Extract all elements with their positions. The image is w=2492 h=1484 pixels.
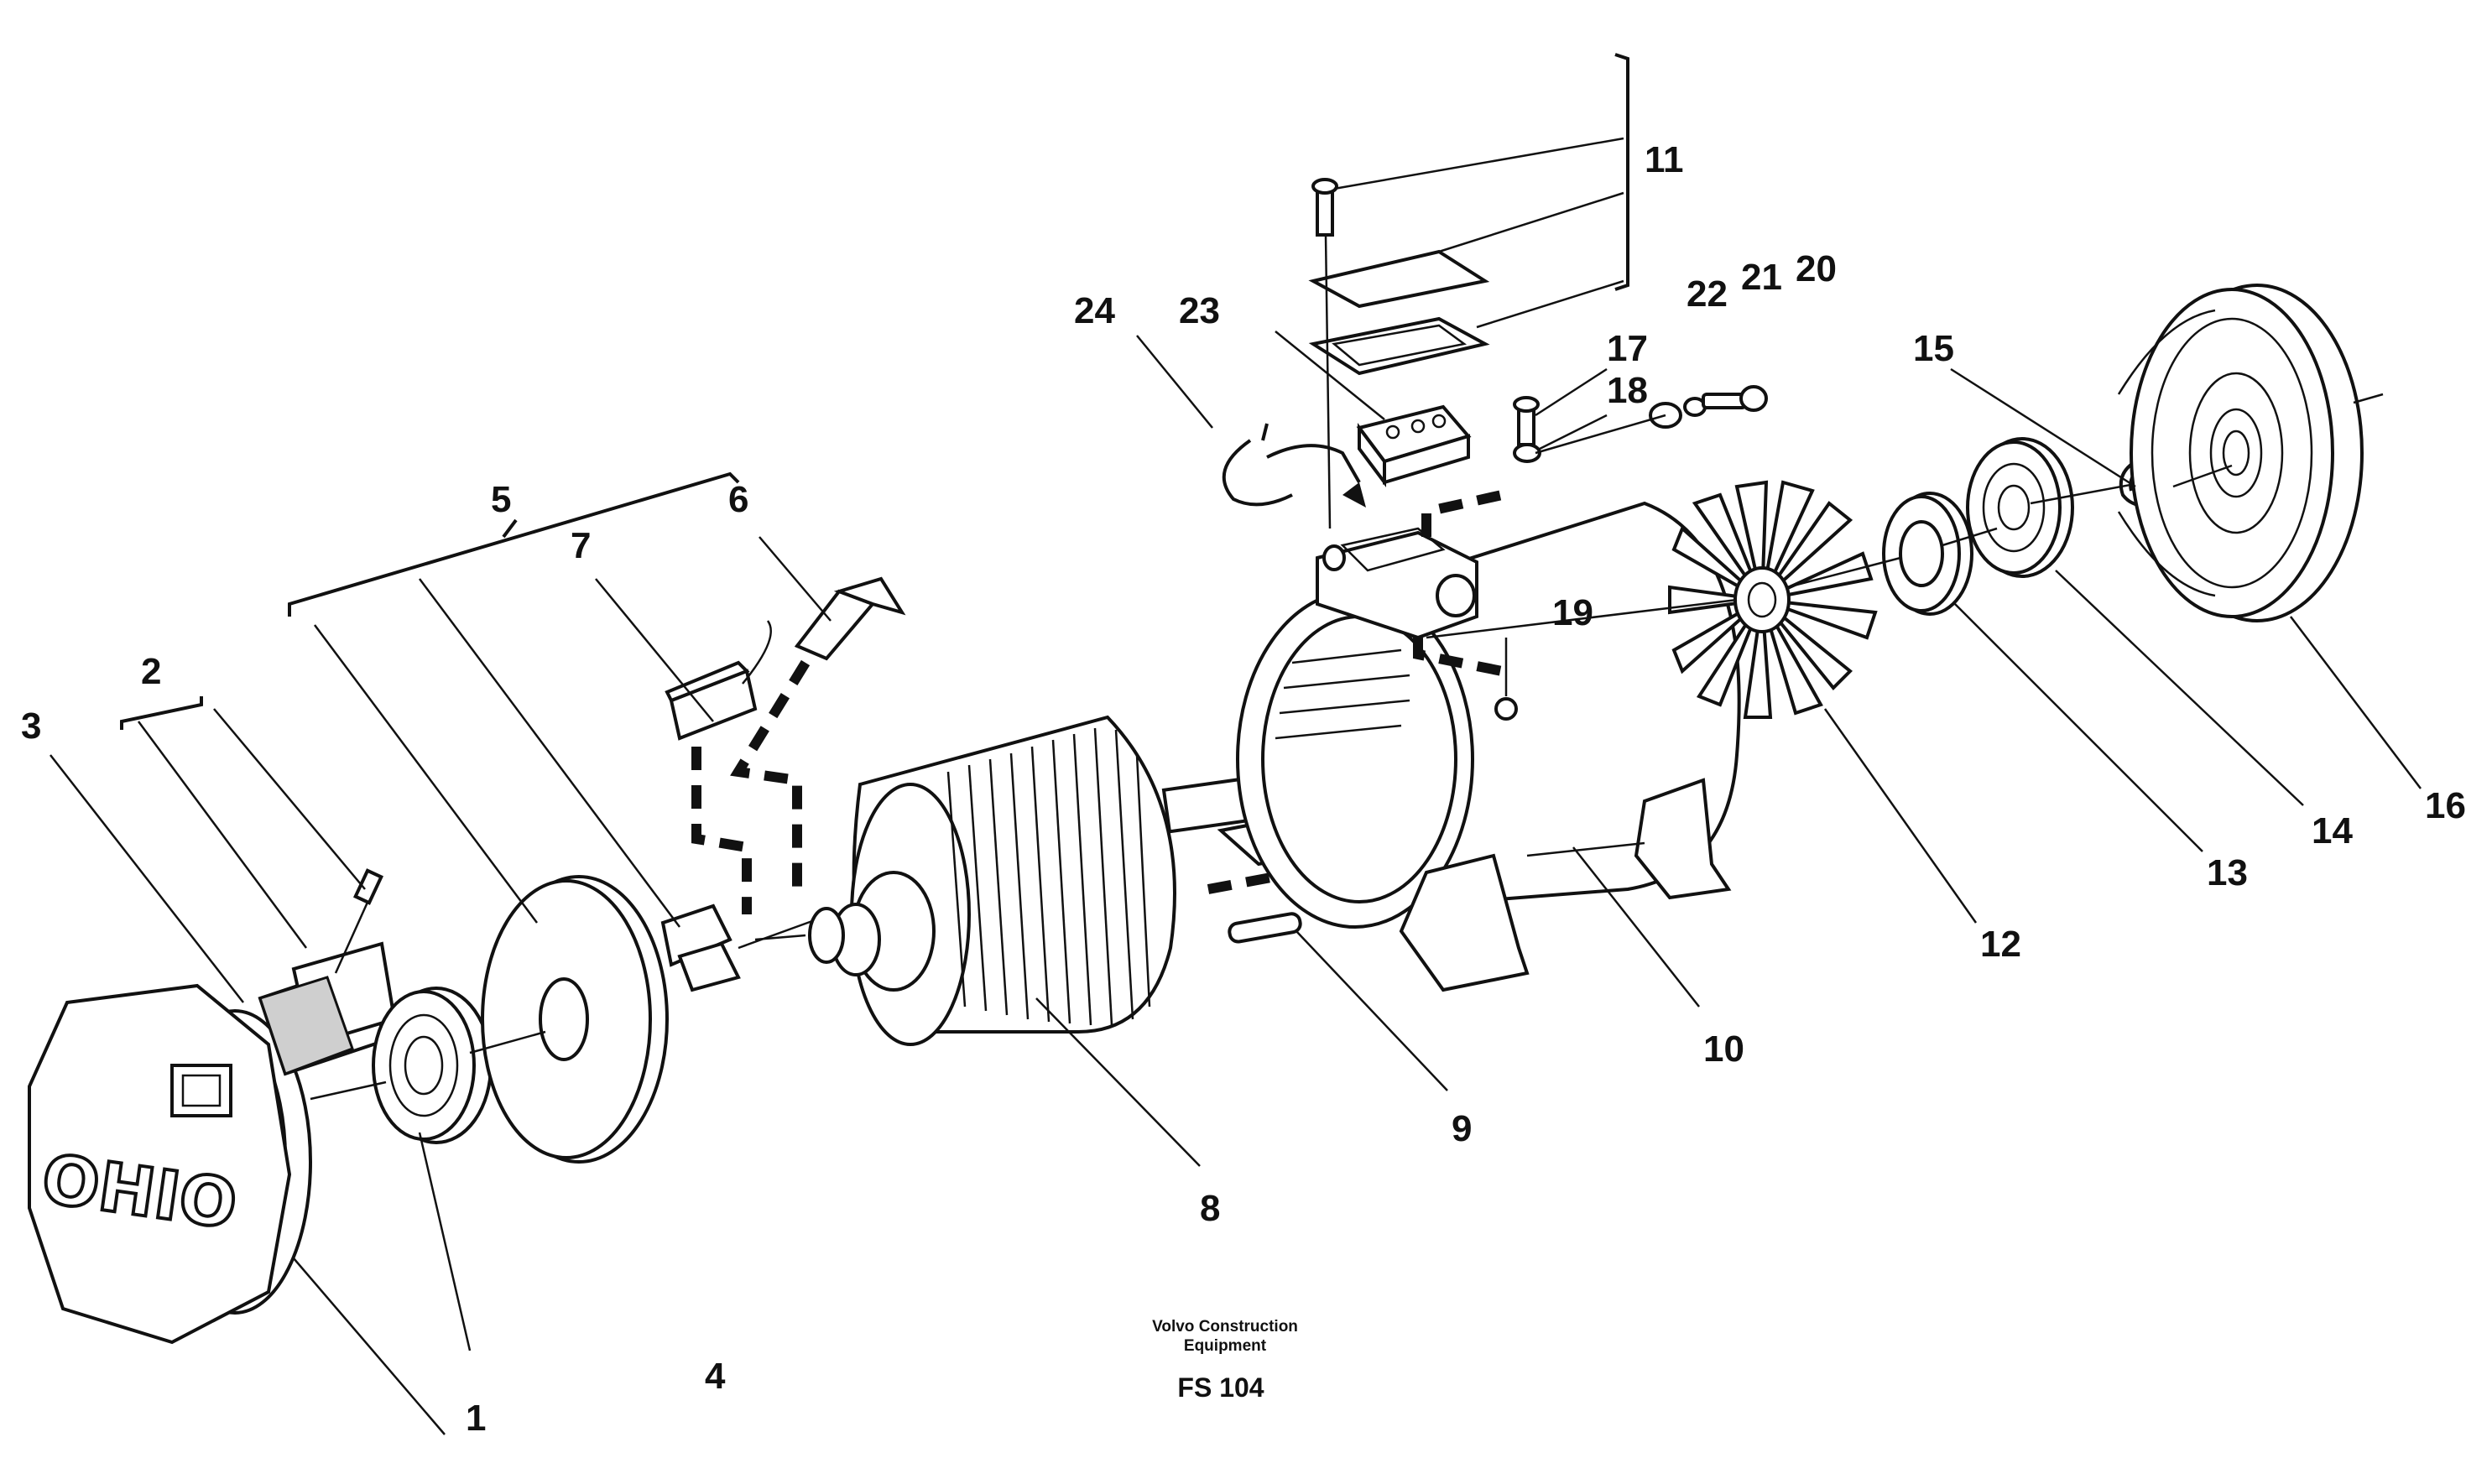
callout-21: 21 xyxy=(1741,257,1782,298)
callout-22: 22 xyxy=(1687,273,1728,315)
brush-plate-disc xyxy=(481,875,669,1164)
inspection-plate xyxy=(258,868,397,1076)
callout-7: 7 xyxy=(571,525,591,566)
footer: Volvo Construction Equipment FS 104 xyxy=(1152,1318,1298,1403)
callout-1: 1 xyxy=(466,1398,486,1439)
callout-15: 15 xyxy=(1913,328,1954,369)
callout-labels: 1 2 3 4 5 6 7 8 9 10 11 12 13 14 15 16 1… xyxy=(21,139,2466,1439)
callout-2: 2 xyxy=(141,651,161,692)
callout-19: 19 xyxy=(1552,592,1593,633)
callout-24: 24 xyxy=(1074,290,1115,331)
rotor xyxy=(754,715,1310,1046)
end-cover: OHIO xyxy=(28,983,312,1345)
callout-18: 18 xyxy=(1607,370,1648,411)
footer-company-line2: Equipment xyxy=(1184,1337,1267,1355)
callout-11: 11 xyxy=(1645,139,1684,180)
fasteners-17-22 xyxy=(1513,385,1768,463)
circlip-24 xyxy=(1222,423,1366,508)
callout-3: 3 xyxy=(21,706,41,747)
footer-company-line1: Volvo Construction xyxy=(1152,1318,1298,1336)
callout-23: 23 xyxy=(1179,290,1220,331)
callout-20: 20 xyxy=(1796,248,1837,289)
group-bracket-2 xyxy=(120,696,203,730)
callout-10: 10 xyxy=(1703,1028,1744,1070)
seal-ring xyxy=(1882,492,1973,616)
callout-17: 17 xyxy=(1607,328,1648,369)
front-bearing xyxy=(372,987,493,1144)
callout-8: 8 xyxy=(1200,1188,1220,1229)
stator-housing xyxy=(1236,501,1741,992)
callout-16: 16 xyxy=(2425,785,2466,826)
terminal-cover xyxy=(1308,178,1490,529)
rear-bearing xyxy=(1966,437,2074,578)
callout-14: 14 xyxy=(2312,810,2353,851)
terminal-box xyxy=(1316,490,1518,721)
cooling-fan xyxy=(1668,480,1878,719)
pulley xyxy=(2117,284,2364,622)
terminal-block xyxy=(1356,404,1472,487)
footer-code: FS 104 xyxy=(1177,1372,1264,1403)
callout-6: 6 xyxy=(728,479,748,520)
group-bracket-11 xyxy=(1614,53,1629,291)
callout-12: 12 xyxy=(1980,924,2021,965)
callout-5: 5 xyxy=(491,479,511,520)
callout-13: 13 xyxy=(2207,852,2248,893)
callout-4: 4 xyxy=(705,1356,726,1397)
callout-9: 9 xyxy=(1452,1108,1472,1149)
leader-lines xyxy=(50,137,2422,1435)
group-bracket-5 xyxy=(288,471,740,617)
brush-assembly xyxy=(660,576,906,992)
